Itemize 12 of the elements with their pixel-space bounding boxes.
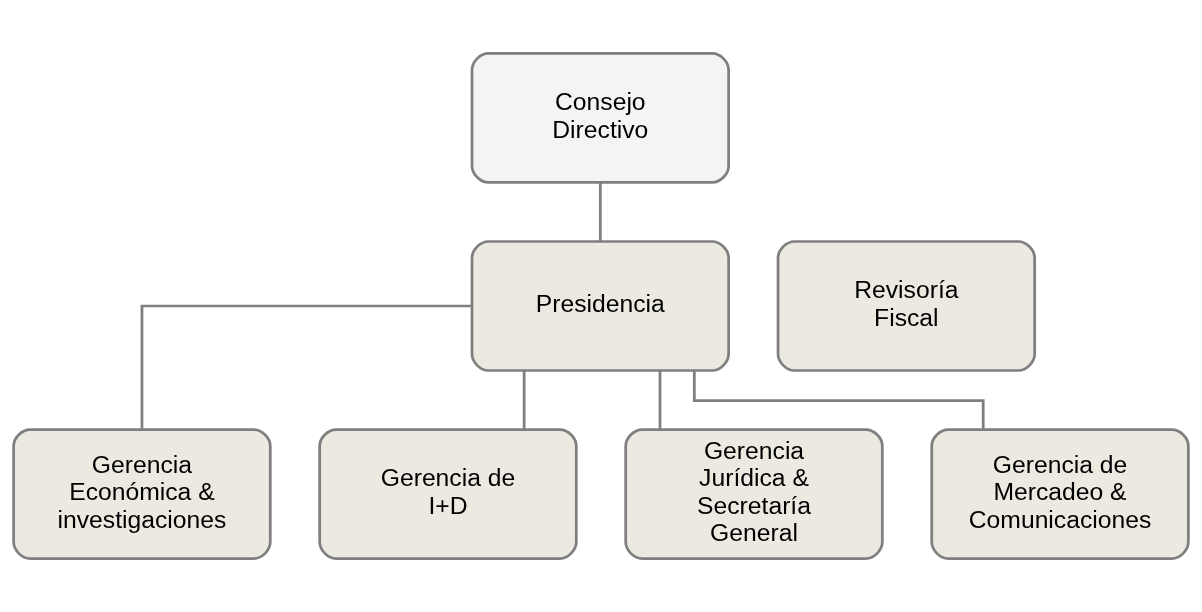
connector <box>658 370 662 430</box>
connector <box>140 304 472 430</box>
node-box: Gerencia de Mercadeo & Comunicaciones <box>930 428 1190 560</box>
connector <box>522 370 526 430</box>
node-box: Gerencia Económica & investigaciones <box>12 428 272 560</box>
connector <box>692 370 985 430</box>
node-box: Gerencia de I+D <box>318 428 578 560</box>
node-box: Consejo Directivo <box>470 52 730 184</box>
connector <box>598 182 602 242</box>
node-box: Gerencia Jurídica & Secretaría General <box>624 428 884 560</box>
node-box: Revisoría Fiscal <box>776 240 1037 372</box>
node-box: Presidencia <box>470 240 730 372</box>
